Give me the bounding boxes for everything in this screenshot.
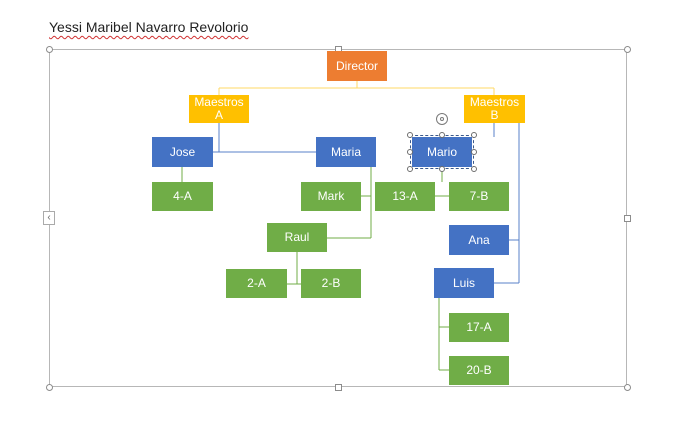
- rotate-handle-icon[interactable]: [436, 113, 448, 125]
- node-grade-2b[interactable]: 2-B: [301, 269, 361, 298]
- selection-handle-middle-right[interactable]: [471, 149, 477, 155]
- node-grade-7b[interactable]: 7-B: [449, 182, 509, 211]
- node-raul[interactable]: Raul: [267, 223, 327, 252]
- frame-handle-bottom-middle[interactable]: [335, 384, 342, 391]
- connector-maria-children: [327, 167, 372, 239]
- node-grade-17a[interactable]: 17-A: [449, 313, 509, 342]
- connector-raul-children: [287, 252, 301, 285]
- node-luis[interactable]: Luis: [434, 268, 494, 298]
- node-ana[interactable]: Ana: [449, 225, 509, 255]
- connector-maestros-b-teachers: [493, 123, 520, 284]
- selection-handle-top-left[interactable]: [407, 132, 413, 138]
- frame-handle-top-left[interactable]: [46, 46, 53, 53]
- frame-handle-top-right[interactable]: [624, 46, 631, 53]
- selection-handle-bottom-middle[interactable]: [439, 166, 445, 172]
- node-grade-4a[interactable]: 4-A: [152, 182, 213, 211]
- selection-handle-bottom-left[interactable]: [407, 166, 413, 172]
- node-grade-20b[interactable]: 20-B: [449, 356, 509, 385]
- frame-handle-bottom-left[interactable]: [46, 384, 53, 391]
- connector-maestros-a-teachers: [213, 123, 316, 153]
- selection-handle-top-middle[interactable]: [439, 132, 445, 138]
- selection-handle-top-right[interactable]: [471, 132, 477, 138]
- selection-handle-middle-left[interactable]: [407, 149, 413, 155]
- document-title: Yessi Maribel Navarro Revolorio: [49, 19, 249, 35]
- node-mario[interactable]: Mario: [410, 135, 474, 169]
- node-jose[interactable]: Jose: [152, 137, 213, 167]
- selection-handle-bottom-right[interactable]: [471, 166, 477, 172]
- node-grade-13a[interactable]: 13-A: [375, 182, 435, 211]
- text-pane-toggle-icon[interactable]: ‹: [43, 211, 55, 225]
- node-mark[interactable]: Mark: [301, 182, 361, 211]
- node-director[interactable]: Director: [327, 51, 387, 81]
- node-maestros-a[interactable]: Maestros A: [189, 95, 249, 123]
- frame-handle-middle-right[interactable]: [624, 215, 631, 222]
- node-maria[interactable]: Maria: [316, 137, 376, 167]
- node-maestros-b[interactable]: Maestros B: [464, 95, 525, 123]
- node-grade-2a[interactable]: 2-A: [226, 269, 287, 298]
- connector-director-maestros: [218, 81, 495, 95]
- frame-handle-bottom-right[interactable]: [624, 384, 631, 391]
- connector-luis-children: [438, 298, 449, 371]
